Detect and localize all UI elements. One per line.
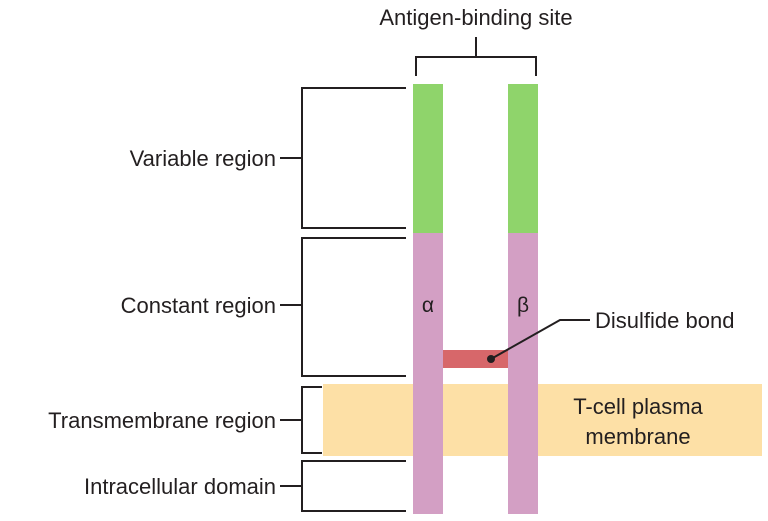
beta-chain-label: β [517,294,529,317]
transmembrane-region-bracket [280,386,322,454]
disulfide-leader-dot [487,355,495,363]
alpha-constant-segment [413,233,443,514]
beta-variable-segment [508,84,538,233]
intracellular-domain-label: Intracellular domain [84,474,276,499]
membrane-label-line1: T-cell plasma [573,394,703,419]
disulfide-bond [443,350,508,368]
beta-constant-segment [508,233,538,514]
intracellular-domain-bracket [280,460,406,512]
constant-region-label: Constant region [121,293,276,318]
plasma-membrane [323,384,762,456]
antigen-binding-site-label: Antigen-binding site [379,5,572,30]
disulfide-bond-label: Disulfide bond [595,308,734,333]
alpha-variable-segment [413,84,443,233]
membrane-label-line2: membrane [585,424,690,449]
variable-region-bracket [280,87,406,229]
constant-region-bracket [280,237,406,377]
transmembrane-region-label: Transmembrane region [48,408,276,433]
variable-region-label: Variable region [130,146,276,171]
alpha-chain-label: α [422,294,434,317]
antigen-binding-bracket [415,37,537,76]
disulfide-leader-line [490,319,590,360]
